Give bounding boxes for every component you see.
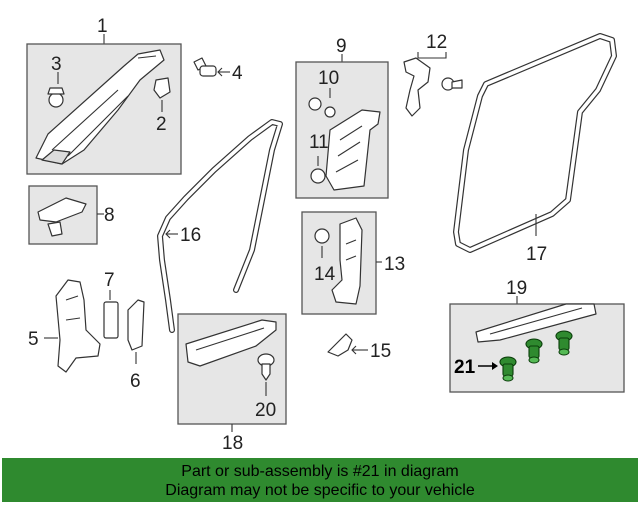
banner-line-2: Diagram may not be specific to your vehi…	[165, 482, 475, 499]
part-6-icon	[127, 299, 145, 364]
part-group-19: 19	[449, 278, 625, 393]
part-15-icon	[327, 333, 368, 357]
part-8-icon	[28, 185, 104, 245]
callout-4: 4	[232, 63, 243, 84]
callout-5: 5	[28, 329, 39, 350]
callout-14: 14	[314, 264, 336, 285]
callout-20: 20	[255, 400, 276, 421]
callout-19: 19	[506, 278, 527, 299]
clip-21-icon	[555, 330, 573, 356]
callout-13: 13	[384, 254, 405, 275]
part-group-13	[301, 211, 382, 315]
part-5-icon	[44, 279, 101, 373]
callout-7: 7	[104, 270, 115, 291]
screw-14-icon	[314, 228, 330, 258]
callout-3: 3	[51, 54, 62, 75]
clip-2-icon	[153, 77, 171, 112]
callout-8: 8	[104, 205, 115, 226]
callout-12: 12	[426, 32, 447, 53]
fitment-banner: Part or sub-assembly is #21 in diagram D…	[2, 458, 638, 502]
part-group-9: 9 10 11	[295, 36, 389, 199]
callout-1: 1	[97, 16, 108, 37]
callout-15: 15	[370, 341, 391, 362]
callout-10: 10	[318, 68, 339, 89]
part-7-icon	[103, 290, 119, 339]
part-17-weatherstrip-icon	[453, 33, 617, 253]
callout-21: 21	[454, 357, 476, 378]
screw-10-icon	[308, 88, 336, 118]
clip-3-icon	[47, 72, 65, 108]
clip-21-icon	[499, 356, 517, 382]
part-group-18	[177, 313, 287, 432]
part-4-bolt-icon	[193, 57, 230, 77]
screw-11-icon	[310, 156, 326, 184]
callout-9: 9	[336, 36, 347, 57]
banner-line-1: Part or sub-assembly is #21 in diagram	[181, 463, 459, 480]
part-16-seal-icon	[157, 119, 283, 333]
clip-21-icon	[525, 338, 543, 364]
callout-11: 11	[309, 132, 329, 153]
part-group-1: 1 3 2	[26, 16, 182, 175]
callout-16: 16	[180, 225, 201, 246]
callout-2: 2	[156, 114, 167, 135]
callout-18: 18	[222, 433, 243, 454]
callout-6: 6	[130, 371, 141, 392]
clip-20-icon	[257, 353, 275, 396]
part-12-bracket-icon: 12	[403, 32, 463, 117]
callout-17: 17	[526, 244, 547, 265]
